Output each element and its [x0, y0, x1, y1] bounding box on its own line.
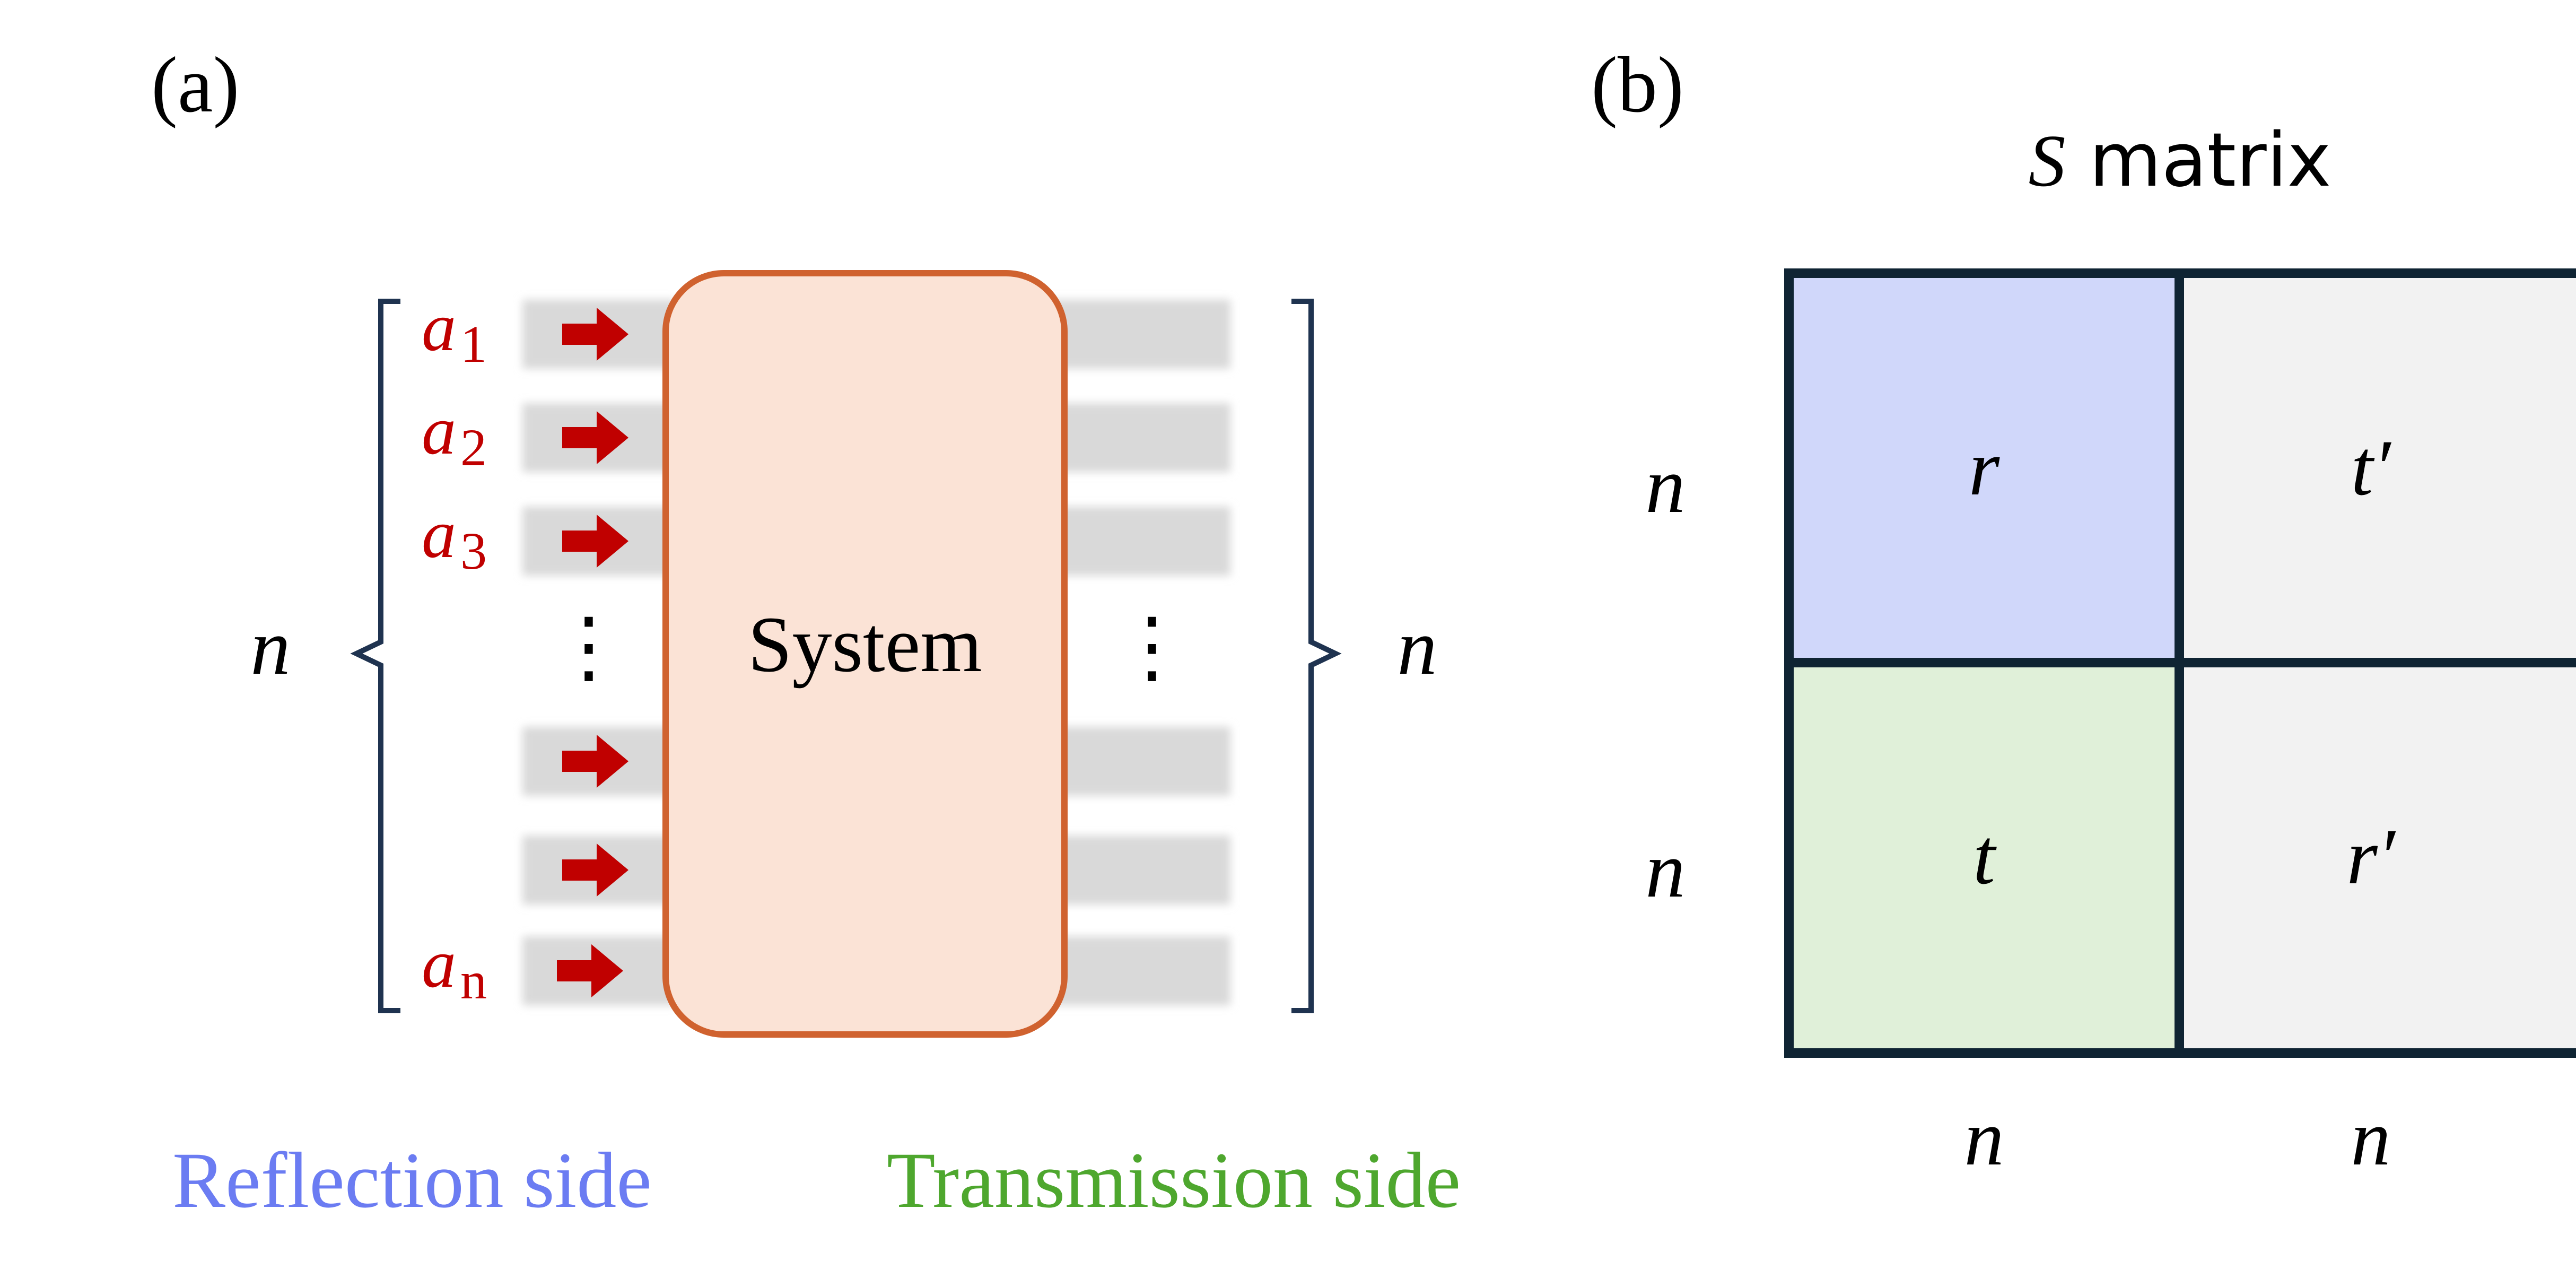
- right-channels: [1040, 300, 1230, 1005]
- panel-a-label: (a): [151, 41, 239, 129]
- cell-r: [1789, 273, 2179, 663]
- cell-t-prime: [2179, 273, 2576, 663]
- input-arrows: [557, 308, 628, 997]
- cell-t-prime-label: t′: [2351, 424, 2392, 512]
- right-ellipsis: ⋮: [1112, 603, 1192, 691]
- arrow-icon: [562, 735, 628, 788]
- input-label-1: a1: [422, 289, 487, 373]
- system-label: System: [748, 601, 982, 689]
- row-label-2: n: [1646, 826, 1686, 914]
- arrow-icon: [562, 515, 628, 568]
- input-label-2: a2: [422, 393, 487, 477]
- row-label-1: n: [1646, 441, 1686, 529]
- left-count-label: n: [251, 603, 291, 691]
- cell-r-prime-label: r′: [2346, 813, 2396, 901]
- reflection-side-label: Reflection side: [172, 1136, 652, 1224]
- panel-a: (a) System: [151, 41, 1461, 1224]
- channel-right-3: [1040, 507, 1230, 576]
- col-label-2: n: [2351, 1094, 2391, 1182]
- channel-right-4: [1040, 727, 1230, 796]
- arrow-icon: [557, 944, 623, 997]
- input-labels: a1 a2 a3 an: [422, 289, 487, 1010]
- col-label-1: n: [1964, 1094, 2004, 1182]
- channel-right-1: [1040, 300, 1230, 369]
- cell-r-label: r: [1969, 424, 2000, 512]
- left-ellipsis: ⋮: [549, 603, 628, 691]
- input-label-n: an: [422, 926, 487, 1010]
- channel-right-6: [1040, 936, 1230, 1005]
- right-count-label: n: [1398, 603, 1437, 691]
- s-matrix-title: S matrix: [2029, 117, 2332, 204]
- channel-right-5: [1040, 836, 1230, 905]
- input-label-3: a3: [422, 496, 487, 580]
- cell-t: [1789, 663, 2179, 1053]
- transmission-side-label: Transmission side: [887, 1136, 1461, 1224]
- arrow-icon: [562, 411, 628, 464]
- left-brace: [350, 299, 400, 1013]
- channel-right-2: [1040, 403, 1230, 472]
- cell-r-prime: [2179, 663, 2576, 1053]
- arrow-icon: [562, 308, 628, 361]
- panel-b: (b) S matrix r t′ t r′ n n n n: [1591, 41, 2576, 1182]
- matrix-grid: [1784, 268, 2576, 1058]
- panel-b-label: (b): [1591, 41, 1684, 129]
- arrow-icon: [562, 843, 628, 897]
- system-box: [662, 270, 1068, 1038]
- right-brace: [1291, 299, 1342, 1013]
- cell-t-label: t: [1973, 813, 1997, 901]
